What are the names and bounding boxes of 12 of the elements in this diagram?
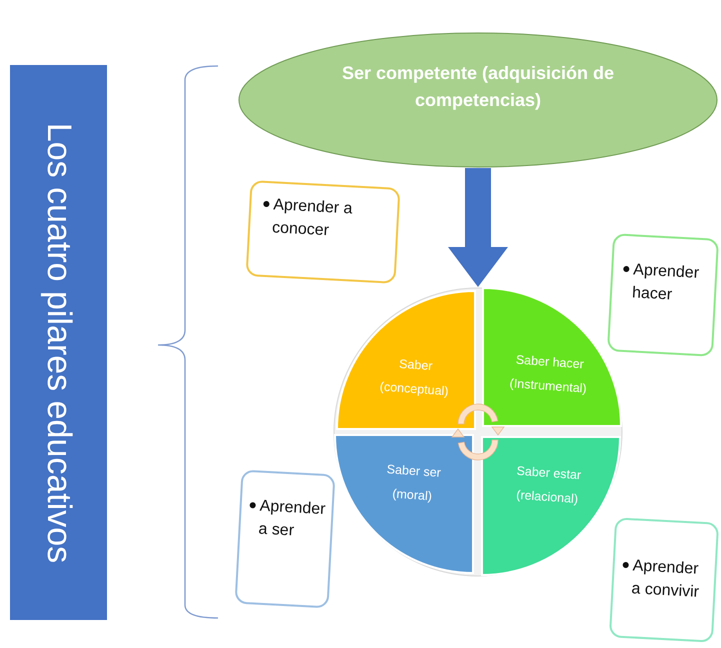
quadrant-text: Saber hacer (Instrumental) [508,352,588,398]
quadrant-text: Saber ser (moral) [385,461,442,506]
quadrant-text: Saber estar (relacional) [514,462,583,508]
quadrant-text: Saber (conceptual) [378,356,450,400]
pillar-text: Aprender a conocer [272,195,354,242]
pillar-text: Aprender a ser [258,496,327,542]
banner-title: Los cuatro pilares educativos [38,121,78,565]
pillar-text: Aprender hacer [631,260,700,306]
goal-text: Ser competente (adquisición de competencias) [340,62,616,112]
pillar-text: Aprender a convivir [630,556,700,603]
block-arrow [448,168,508,287]
title-banner [10,65,107,620]
